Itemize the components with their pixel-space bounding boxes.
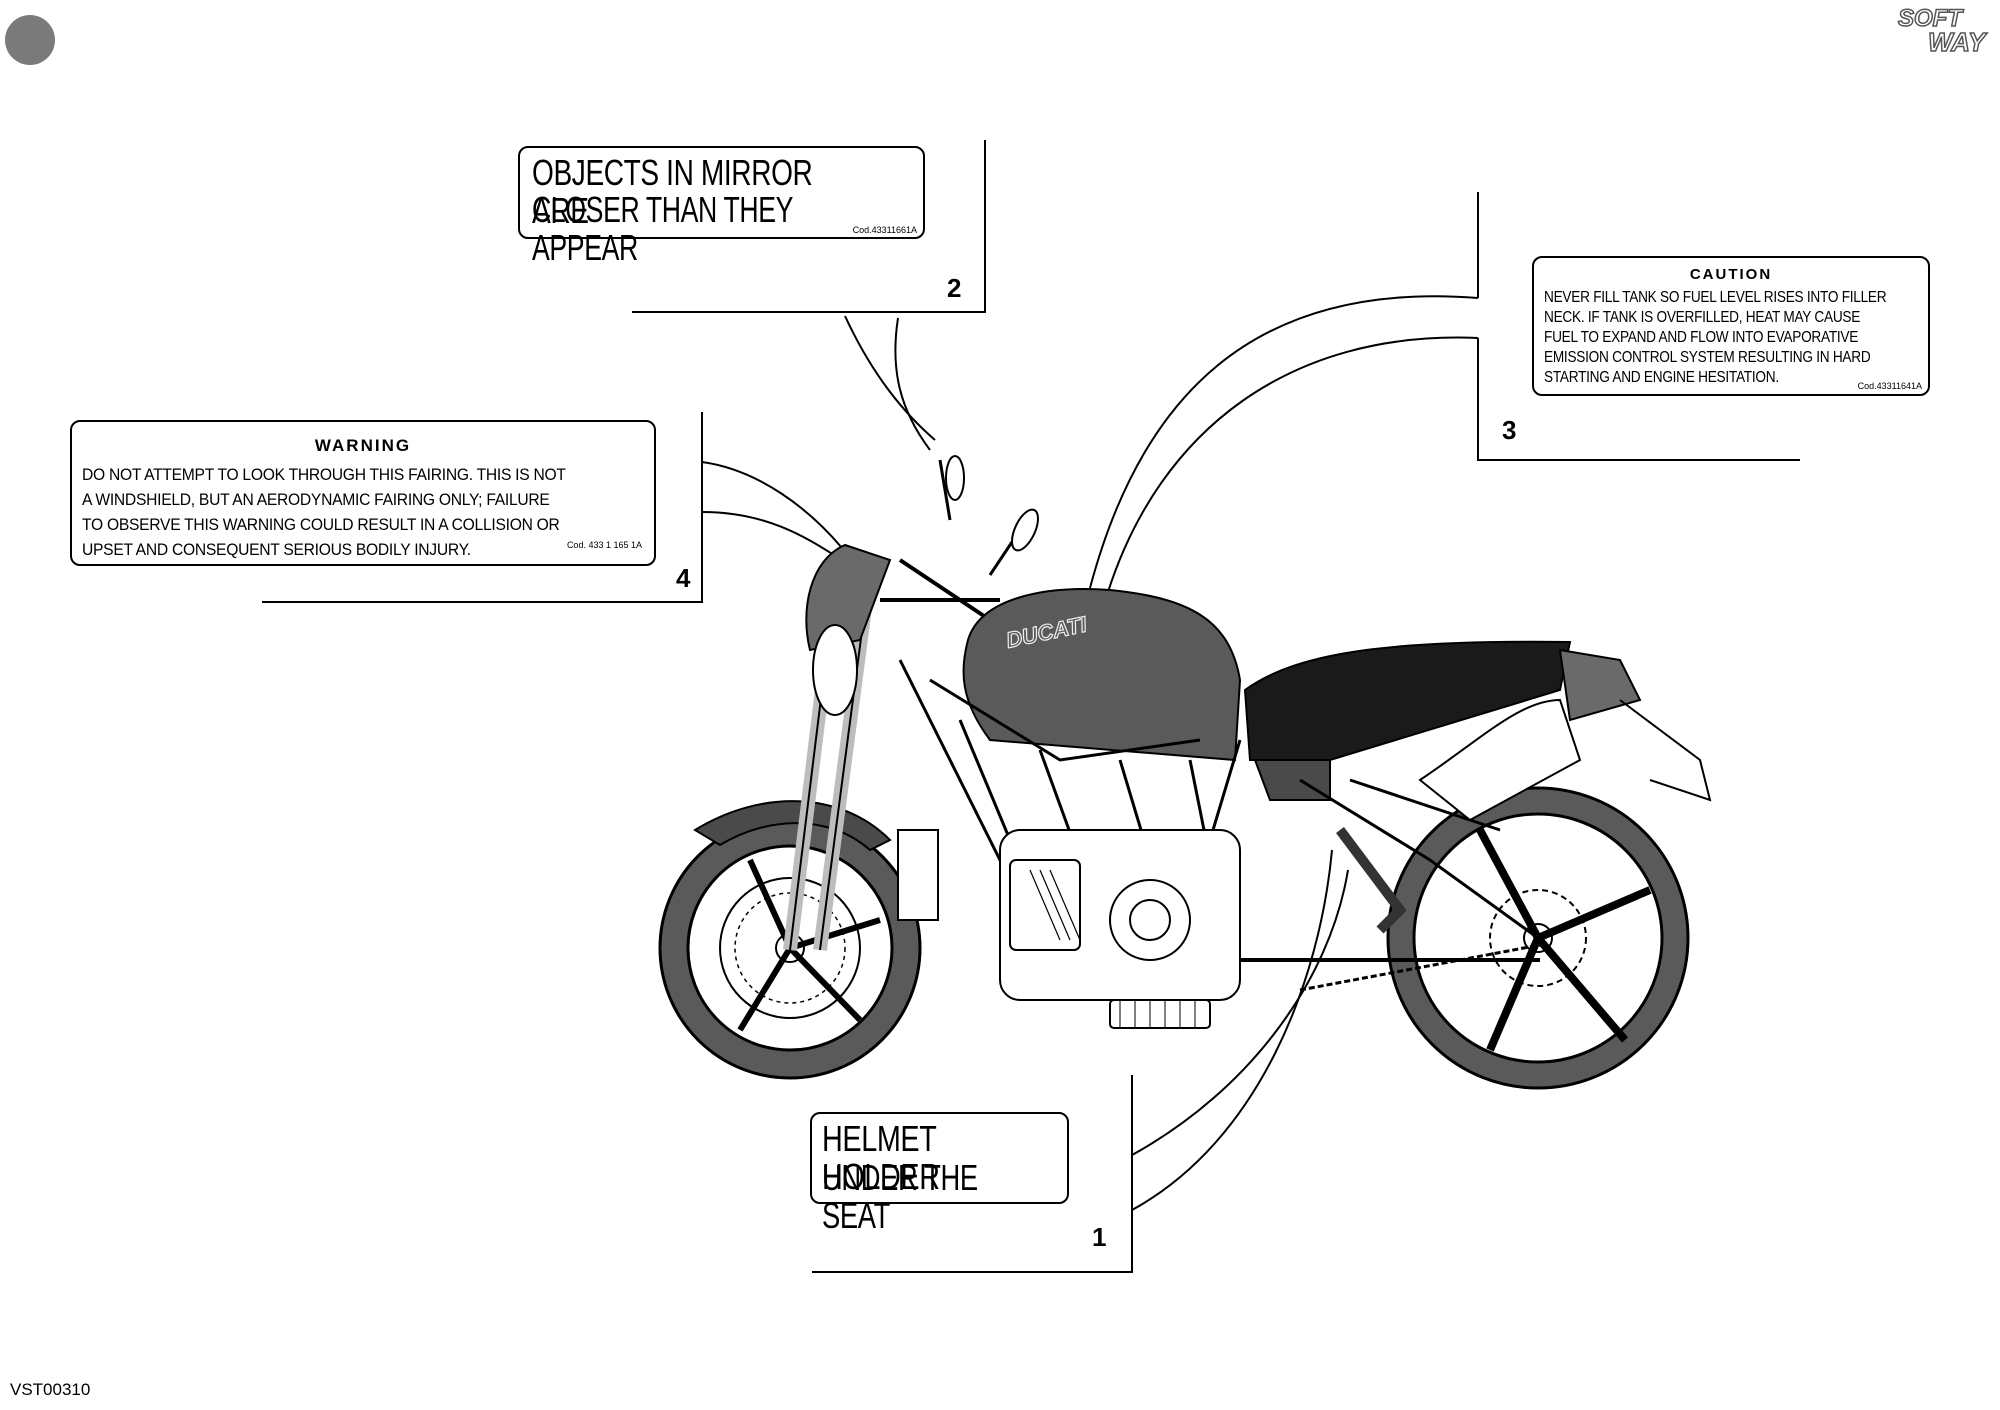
warning-line: DO NOT ATTEMPT TO LOOK THROUGH THIS FAIR… [82,465,566,484]
leader-2 [632,140,986,451]
decal-mirror-line2: CLOSER THAN THEY APPEAR [532,189,793,268]
caution-line: NECK. IF TANK IS OVERFILLED, HEAT MAY CA… [1544,309,1861,326]
caution-line: EMISSION CONTROL SYSTEM RESULTING IN HAR… [1544,349,1871,366]
warning-line: TO OBSERVE THIS WARNING COULD RESULT IN … [82,515,560,534]
decal-mirror-line1: OBJECTS IN MIRROR ARE [532,152,813,231]
callout-number-3: 3 [1502,415,1517,445]
callout-number-2: 2 [947,273,962,303]
engine [999,829,1241,1029]
decal-helmet: HELMET HOLDER UNDER THE SEAT [810,1112,1069,1235]
decal-mirror-code: Cod.43311661A [852,225,917,235]
decal-warning-code: Cod. 433 1 165 1A [566,540,642,550]
caution-line: NEVER FILL TANK SO FUEL LEVEL RISES INTO… [1544,289,1887,306]
decal-warning-heading: WARNING [314,436,412,455]
leader-1 [812,849,1349,1273]
warning-line: A WINDSHIELD, BUT AN AERODYNAMIC FAIRING… [82,490,550,509]
callout-number-1: 1 [1092,1222,1107,1252]
figure-code: VST00310 [10,1380,91,1399]
warning-line: UPSET AND CONSEQUENT SERIOUS BODILY INJU… [82,540,471,559]
decal-caution-body: NEVER FILL TANK SO FUEL LEVEL RISES INTO… [1544,288,1887,388]
callout-number-4: 4 [676,563,691,593]
leader-3 [1089,192,1800,593]
decal-mirror: OBJECTS IN MIRROR ARE CLOSER THAN THEY A… [518,146,925,267]
decal-helmet-line1: HELMET HOLDER [822,1118,940,1197]
decal-warning: WARNING DO NOT ATTEMPT TO LOOK THROUGH T… [70,420,656,566]
decal-caution: CAUTION NEVER FILL TANK SO FUEL LEVEL RI… [1532,256,1930,396]
caution-line: FUEL TO EXPAND AND FLOW INTO EVAPORATIVE [1544,329,1859,346]
decal-caution-heading: CAUTION [1689,266,1773,283]
decal-helmet-line2: UNDER THE SEAT [822,1157,978,1236]
decal-warning-body: DO NOT ATTEMPT TO LOOK THROUGH THIS FAIR… [82,462,566,562]
motorcycle-drawing [658,455,1712,1090]
softway-logo-line1: SOFT [1897,5,1963,32]
caution-line: STARTING AND ENGINE HESITATION. [1544,369,1779,386]
decal-caution-code: Cod.43311641A [1857,381,1922,391]
corner-mark-icon [5,15,55,65]
softway-logo: SOFT WAY [1897,5,1990,57]
softway-logo-line2: WAY [1927,27,1986,57]
leader-4 [262,412,843,603]
